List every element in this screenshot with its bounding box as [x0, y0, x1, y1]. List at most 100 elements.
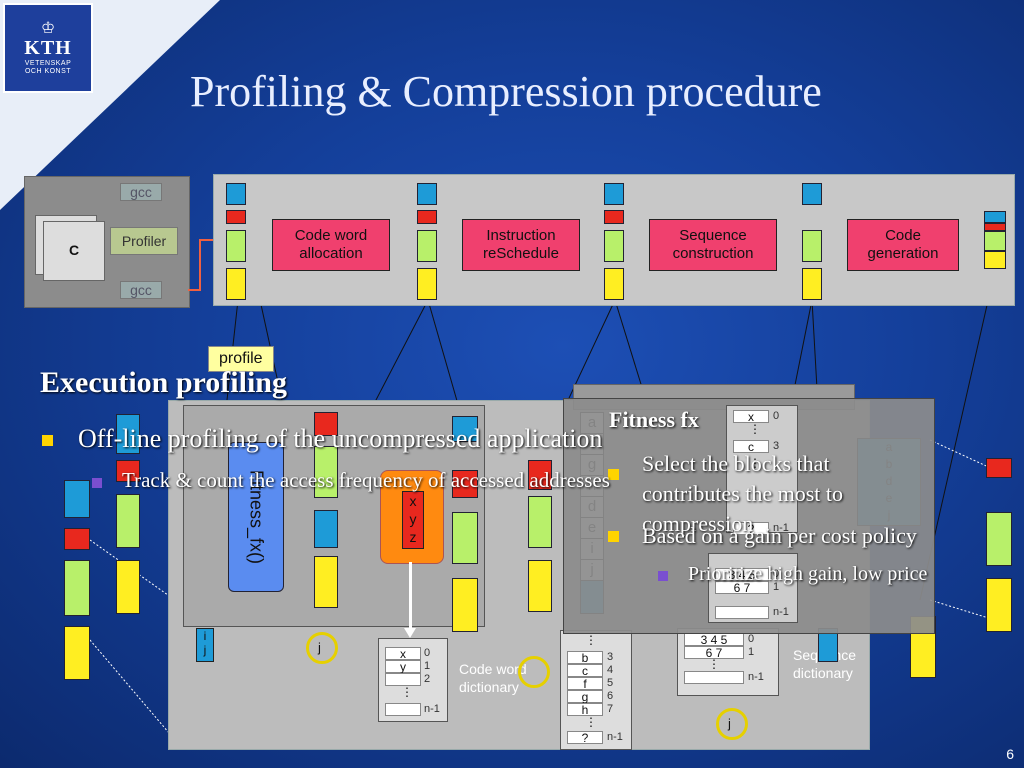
highlight-circle: [306, 632, 338, 664]
block: [417, 183, 437, 205]
section-heading: Execution profiling: [40, 366, 287, 399]
dict-row: g: [567, 690, 603, 703]
block: [452, 416, 478, 442]
dict-row: 6 7: [684, 646, 744, 659]
stage-code-generation: Code generation: [847, 219, 959, 271]
fitness-bullet-1: Select the blocks that contributes the m…: [642, 451, 844, 536]
dict-index: n-1: [424, 703, 440, 715]
dict-index: 2: [424, 673, 431, 685]
bullet-icon: [42, 435, 53, 446]
dict-index: n-1: [607, 731, 623, 743]
xyz-column: x y z: [402, 491, 424, 549]
gcc-bottom: gcc: [120, 281, 162, 299]
dict-row: x: [385, 647, 421, 660]
dict-row: f: [567, 677, 603, 690]
block: [314, 446, 338, 498]
profiler-box: Profiler: [110, 227, 178, 255]
block: [528, 560, 552, 612]
block: [984, 211, 1006, 223]
crown-icon: ♔: [40, 19, 56, 37]
dict-row: h: [567, 703, 603, 716]
source-file: C: [43, 221, 105, 281]
stage-code-word-allocation: Code word allocation: [272, 219, 390, 271]
block: [226, 210, 246, 224]
block: [226, 230, 246, 262]
dict-index: 3: [773, 440, 780, 452]
block: [116, 460, 140, 482]
arrow-head-icon: [404, 628, 416, 638]
sub-bullet-icon: [658, 571, 668, 581]
dict-index: n-1: [773, 522, 789, 534]
dict-ellipsis: ⋮: [401, 685, 413, 699]
circled-j: j: [728, 716, 731, 731]
dict-row: c: [567, 664, 603, 677]
dict-ellipsis: ⋮: [585, 715, 597, 729]
block: [116, 414, 140, 454]
dict-index: 3: [607, 651, 614, 663]
codeword-dictionary-label: Code word dictionary: [459, 661, 527, 695]
block: [528, 496, 552, 548]
main-bullet: Off-line profiling of the uncompressed a…: [78, 424, 603, 453]
sequence-dictionary-label: Sequence dictionary: [793, 647, 856, 681]
block: [116, 560, 140, 614]
block: [604, 183, 624, 205]
dict-ellipsis: ⋮: [749, 456, 761, 470]
dict-index: 7: [607, 703, 614, 715]
xyz-box: x y z: [380, 470, 444, 564]
block: [604, 210, 624, 224]
dict-row: y: [385, 660, 421, 673]
dict-index: 1: [773, 581, 780, 593]
bullet-icon: [608, 469, 619, 480]
dotted-line: [929, 599, 996, 621]
dict-row: b: [567, 651, 603, 664]
dict-index: 1: [748, 646, 755, 658]
block: [528, 460, 552, 490]
codeword-dictionary: x y ⋮ 0 1 2 n-1: [378, 638, 448, 722]
dict-index: n-1: [773, 606, 789, 618]
dict-index: 1: [424, 660, 431, 672]
sub-bullet-icon: [92, 478, 102, 488]
block: [64, 480, 90, 518]
slide-title: Profiling & Compression procedure: [190, 67, 822, 116]
gcc-top: gcc: [120, 183, 162, 201]
block: [226, 183, 246, 205]
dict-ellipsis: ⋮: [749, 422, 761, 436]
fitness-fx-panel: Fitness fx x ⋮ c ⋮ ? 0 3 n-1 3 4 5 6 7 0…: [563, 398, 935, 634]
down-arrow: [409, 562, 412, 632]
dict-ellipsis: ⋮: [708, 657, 720, 671]
block: [802, 230, 822, 262]
fitness-fx-title: Fitness fx: [609, 407, 699, 432]
block: [984, 223, 1006, 231]
block: [986, 458, 1012, 478]
bullet-icon: [608, 531, 619, 542]
instruction-dictionary: ⋮ b c f g h ⋮ ? 3 4 5 6 7 n-1: [560, 630, 632, 750]
block: [452, 470, 478, 498]
sub-bullet: Track & count the access frequency of ac…: [122, 468, 610, 492]
profile-note: profile: [208, 346, 274, 372]
highlight-circle: [716, 708, 748, 740]
dict-row: 3 4 5: [715, 568, 769, 581]
dict-row: 6 7: [715, 581, 769, 594]
page-number: 6: [1006, 746, 1014, 762]
block: [314, 412, 338, 436]
dotted-line: [89, 639, 176, 741]
block: [314, 556, 338, 608]
dict-row: [385, 673, 421, 686]
arrow-line: [188, 239, 220, 291]
dict-row: [684, 671, 744, 684]
dict-index: 4: [607, 664, 614, 676]
logo-line1: VETENSKAP: [24, 59, 72, 67]
block: [226, 268, 246, 300]
block: [64, 626, 90, 680]
block: [984, 251, 1006, 269]
dict-ellipsis: ⋮: [585, 633, 597, 647]
xyz-x: x: [409, 493, 417, 509]
block: [417, 210, 437, 224]
block: [452, 512, 478, 564]
block: [64, 560, 90, 616]
dict-row: [385, 703, 421, 716]
dict-row: [715, 606, 769, 619]
overlay-dictionary: x ⋮ c ⋮ ? 0 3 n-1: [726, 405, 798, 535]
block: [604, 268, 624, 300]
mini-sequence-dictionary: 3 4 5 6 7 0 1 n-1: [708, 553, 798, 623]
